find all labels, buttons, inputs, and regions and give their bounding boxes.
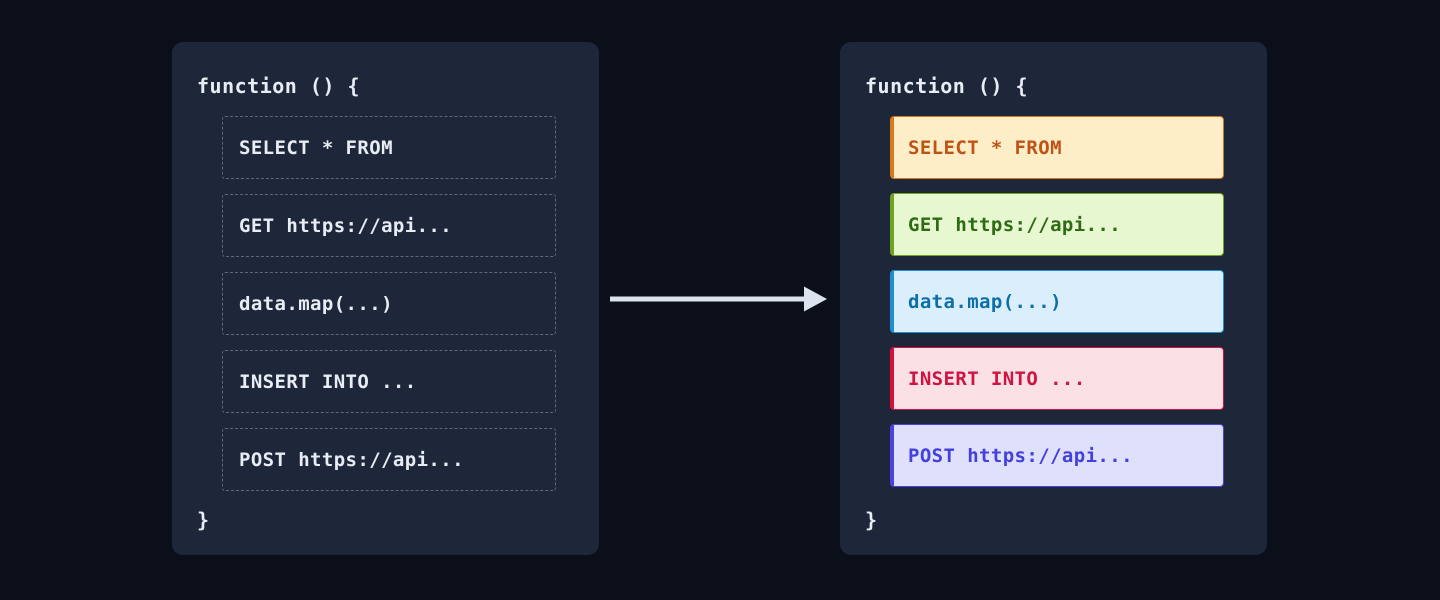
left-code-panel: function () { SELECT * FROM GET https://… (172, 42, 599, 555)
list-item[interactable]: GET https://api... (222, 194, 556, 257)
right-function-close: } (865, 508, 878, 532)
list-item-highlighted[interactable]: data.map(...) (890, 270, 1224, 333)
statement-text: SELECT * FROM (239, 136, 393, 159)
left-function-open: function () { (197, 74, 361, 98)
left-function-close: } (197, 508, 210, 532)
transformation-arrow (610, 283, 832, 317)
statement-text: data.map(...) (908, 290, 1062, 313)
list-item-highlighted[interactable]: POST https://api... (890, 424, 1224, 487)
right-statement-list: SELECT * FROM GET https://api... data.ma… (890, 116, 1224, 501)
statement-text: GET https://api... (239, 214, 453, 237)
right-code-panel: function () { SELECT * FROM GET https://… (840, 42, 1267, 555)
statement-text: SELECT * FROM (908, 136, 1062, 159)
list-item[interactable]: SELECT * FROM (222, 116, 556, 179)
arrow-icon (610, 286, 827, 312)
list-item[interactable]: POST https://api... (222, 428, 556, 491)
statement-text: INSERT INTO ... (239, 370, 417, 393)
left-statement-list: SELECT * FROM GET https://api... data.ma… (222, 116, 556, 506)
list-item-highlighted[interactable]: INSERT INTO ... (890, 347, 1224, 410)
list-item-highlighted[interactable]: GET https://api... (890, 193, 1224, 256)
list-item-highlighted[interactable]: SELECT * FROM (890, 116, 1224, 179)
statement-text: POST https://api... (908, 444, 1133, 467)
right-function-open: function () { (865, 74, 1029, 98)
list-item[interactable]: INSERT INTO ... (222, 350, 556, 413)
statement-text: INSERT INTO ... (908, 367, 1086, 390)
statement-text: data.map(...) (239, 292, 393, 315)
statement-text: POST https://api... (239, 448, 464, 471)
list-item[interactable]: data.map(...) (222, 272, 556, 335)
statement-text: GET https://api... (908, 213, 1122, 236)
